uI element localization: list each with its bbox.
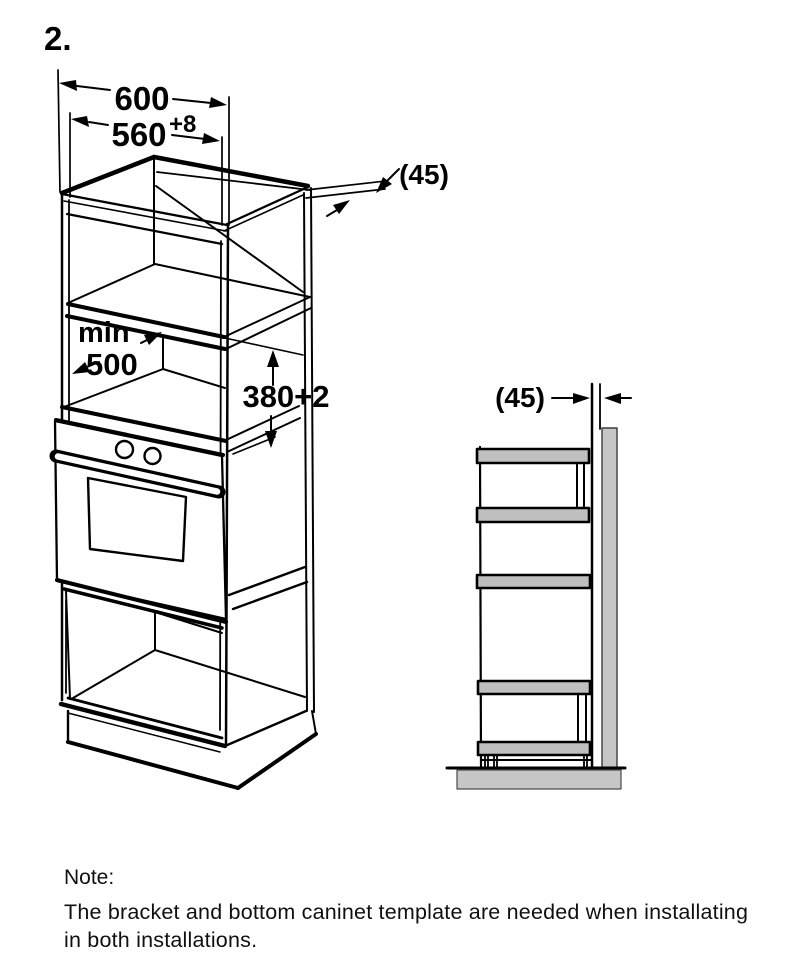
dim-label-width-inner: 560 — [111, 116, 166, 153]
front-isometric-view — [49, 69, 400, 790]
dim-label-min-depth-value: 500 — [86, 347, 138, 382]
note-title: Note: — [64, 866, 115, 889]
step-number: 2. — [44, 20, 72, 57]
note-block: Note: The bracket and bottom caninet tem… — [64, 866, 748, 954]
oven-knob-right — [143, 446, 162, 466]
wall-panel — [601, 427, 618, 769]
top-rear-gap-callout — [305, 168, 400, 217]
side-cabinet-shelves — [475, 447, 592, 757]
oven-knob-left — [114, 439, 135, 460]
floor — [445, 766, 627, 790]
oven-door-window — [86, 476, 188, 563]
niche-height-dimension — [265, 350, 279, 448]
dim-label-side-wall-gap: (45) — [495, 382, 545, 413]
dim-label-top-rear-gap: (45) — [399, 159, 449, 190]
side-wall-gap-dimension — [551, 393, 632, 404]
dim-label-niche-height: 380+2 — [242, 379, 329, 414]
note-text-line-2: in both installations. — [64, 928, 258, 952]
cabinet-structure — [58, 154, 318, 790]
note-text-line-1: The bracket and bottom caninet template … — [64, 900, 749, 924]
side-profile-view — [445, 382, 632, 790]
dim-label-width-outer: 600 — [114, 80, 169, 117]
dim-label-width-inner-tolerance: +8 — [169, 111, 196, 138]
dim-label-min-depth-word: min — [78, 317, 130, 349]
floor-panel — [456, 769, 622, 790]
min-depth-dimension — [72, 332, 162, 374]
width-dimension-lines — [57, 69, 230, 226]
dimension-labels: 600 560 +8 (45) min 500 380+2 (45) — [78, 80, 545, 414]
oven-handle — [49, 449, 226, 499]
oven — [49, 418, 228, 624]
